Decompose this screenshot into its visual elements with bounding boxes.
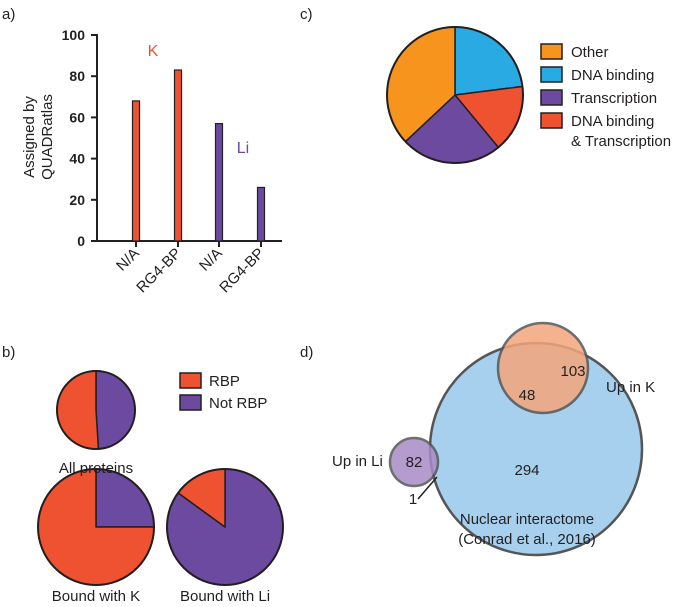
pie-outline	[166, 468, 284, 586]
venn-circle-up-in-k	[496, 321, 590, 415]
y-tick-label: 80	[69, 68, 85, 84]
series-label-k: K	[148, 43, 159, 60]
venn-leader-line	[417, 476, 438, 500]
legend-label-dna-binding: DNA binding	[571, 67, 654, 84]
x-tick-label: RG4-BP	[133, 245, 185, 297]
pie-outline	[37, 468, 155, 586]
legend-swatch-other	[540, 43, 563, 60]
slice-not-rbp	[95, 370, 136, 450]
venn-count-li-only: 82	[406, 454, 423, 471]
venn-set-label-up-in-k: Up in K	[606, 379, 655, 396]
legend-swatch-dna-binding	[540, 66, 563, 83]
legend-label-dna-binding-2: DNA binding	[571, 113, 654, 130]
y-tick-label: 100	[62, 27, 86, 43]
pie-title-bound-with-li: Bound with Li	[180, 588, 270, 605]
pie-chart-panel-c: Other DNA binding Transcription DNA bind…	[386, 26, 671, 164]
venn-count-li-nuclear: 1	[409, 491, 417, 508]
venn-set-label-up-in-li: Up in Li	[332, 453, 383, 470]
series-label-li: Li	[237, 140, 249, 157]
slice-rbp	[56, 370, 100, 450]
slice-dna-binding	[454, 26, 524, 96]
pie-title-bound-with-k: Bound with K	[52, 588, 140, 605]
legend-label-rbp: RBP	[209, 373, 240, 390]
pie-outline	[386, 26, 524, 164]
legend-label-other: Other	[571, 44, 609, 61]
legend-label-not-rbp: Not RBP	[209, 395, 267, 412]
x-tick-label: RG4-BP	[216, 245, 268, 297]
pie-outline	[56, 370, 136, 450]
y-tick-label: 20	[69, 192, 85, 208]
pie-2	[166, 468, 284, 586]
venn-set-label-nuclear-line1: Nuclear interactome	[460, 511, 594, 528]
venn-count-k-nuclear: 48	[519, 387, 536, 404]
venn-count-k-only: 103	[560, 363, 585, 380]
x-tick-label: N/A	[113, 245, 143, 275]
venn-set-label-nuclear-line2: (Conrad et al., 2016)	[458, 531, 596, 548]
y-tick-label: 60	[69, 109, 85, 125]
y-axis-label-line2: QUADRatlas	[39, 94, 56, 180]
pie-charts-panel-b: RBP Not RBP All proteins Bound with K Bo…	[37, 370, 284, 605]
panel-label-d: d)	[300, 344, 313, 361]
bar-k-0	[131, 100, 141, 242]
venn-circle-up-in-li	[388, 436, 440, 488]
venn-diagram-panel-d: Up in K Up in Li Nuclear interactome (Co…	[332, 321, 655, 557]
pie-0	[56, 370, 136, 450]
y-axis-label-line1: Assigned by	[21, 96, 38, 178]
panel-label-c: c)	[300, 6, 313, 23]
legend-swatch-not-rbp	[179, 394, 202, 411]
panel-label-a: a)	[2, 6, 15, 23]
legend-swatch-rbp	[179, 372, 202, 389]
panel-label-b: b)	[2, 344, 15, 361]
venn-count-nuclear-only: 294	[514, 462, 539, 479]
legend-label-and-transcription: & Transcription	[571, 133, 671, 150]
legend-label-transcription: Transcription	[571, 90, 657, 107]
legend-swatch-dna-binding-transcription	[540, 112, 563, 129]
pie-title-all-proteins: All proteins	[59, 460, 133, 477]
pie-1	[37, 468, 155, 586]
x-tick-label: N/A	[196, 245, 226, 275]
y-tick-label: 40	[69, 151, 85, 167]
bar-li-2	[214, 122, 224, 242]
bar-k-1	[173, 69, 183, 242]
y-tick-label: 0	[77, 233, 85, 249]
bar-li-3	[256, 186, 266, 242]
legend-swatch-transcription	[540, 89, 563, 106]
